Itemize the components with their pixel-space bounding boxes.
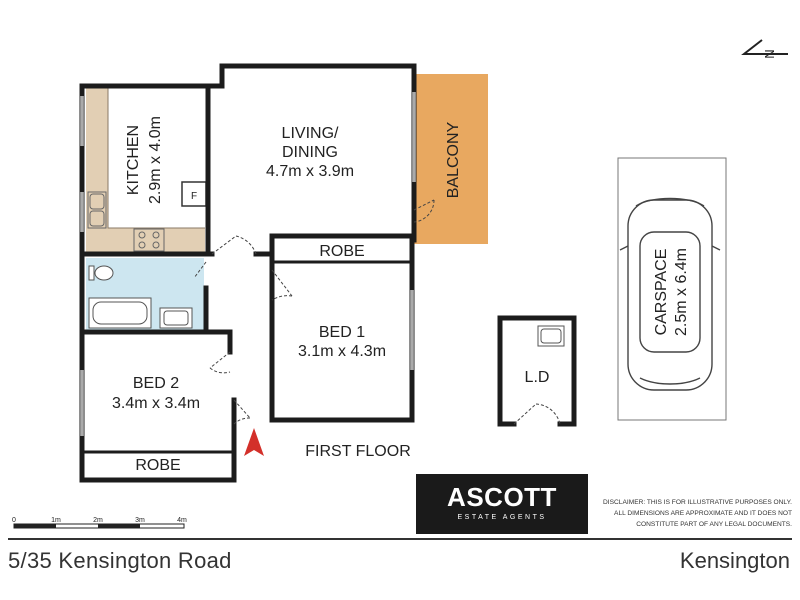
scale-bar: 0 1m 2m 3m 4m xyxy=(12,517,187,529)
compass-letter: N xyxy=(762,49,777,58)
bathtub-icon xyxy=(88,297,152,329)
carspace-name: CARSPACE xyxy=(653,249,670,336)
agency-tagline: ESTATE AGENTS xyxy=(457,514,547,521)
bed1-size: 3.1m x 4.3m xyxy=(298,343,386,360)
balcony-area xyxy=(414,74,488,244)
fridge-icon xyxy=(181,181,207,207)
floor-label: FIRST FLOOR xyxy=(305,443,411,460)
kitchen-sink-icon xyxy=(87,191,107,229)
agency-logo: ASCOTT ESTATE AGENTS xyxy=(416,474,588,534)
scale-tick: 3m xyxy=(135,517,145,524)
disclaimer-line: ALL DIMENSIONS ARE APPROXIMATE AND IT DO… xyxy=(614,510,792,517)
laundry-tub-icon xyxy=(537,325,565,347)
kitchen-size: 2.9m x 4.0m xyxy=(147,116,164,204)
bed2-size: 3.4m x 3.4m xyxy=(112,395,200,412)
living-size: 4.7m x 3.9m xyxy=(266,163,354,180)
entry-arrow-icon xyxy=(244,428,264,456)
scale-tick: 4m xyxy=(177,517,187,524)
floor-plan: N KITCHEN 2.9m x 4.0m F LIVING/ DINING 4… xyxy=(12,39,788,529)
balcony-name: BALCONY xyxy=(445,121,462,198)
property-suburb: Kensington xyxy=(679,548,790,573)
kitchen-bench xyxy=(86,88,205,252)
living-name: LIVING/ xyxy=(282,125,339,142)
carspace-boundary xyxy=(617,157,727,421)
scale-tick: 2m xyxy=(93,517,103,524)
disclaimer-line: CONSTITUTE PART OF ANY LEGAL DOCUMENTS. xyxy=(636,521,792,528)
disclaimer: DISCLAIMER: THIS IS FOR ILLUSTRATIVE PUR… xyxy=(592,497,792,530)
robe-bed1-name: ROBE xyxy=(319,243,364,260)
toilet-icon xyxy=(88,265,114,281)
scale-tick: 0 xyxy=(12,517,16,524)
compass-icon: N xyxy=(741,39,788,59)
bed2-name: BED 2 xyxy=(133,375,179,392)
agency-name: ASCOTT xyxy=(447,482,557,512)
car-icon xyxy=(619,197,721,391)
laundry-name: L.D xyxy=(525,369,550,386)
door-swings xyxy=(193,199,561,425)
scale-tick: 1m xyxy=(51,517,61,524)
carspace-size: 2.5m x 6.4m xyxy=(673,248,690,336)
cooktop-icon xyxy=(133,228,165,252)
fridge-label: F xyxy=(191,191,197,202)
footer-divider xyxy=(8,538,792,540)
robe-bed2-name: ROBE xyxy=(135,457,180,474)
disclaimer-line: DISCLAIMER: THIS IS FOR ILLUSTRATIVE PUR… xyxy=(603,499,792,506)
property-address: 5/35 Kensington Road xyxy=(8,548,232,573)
living-name-line2: DINING xyxy=(282,144,338,161)
bed1-name: BED 1 xyxy=(319,324,365,341)
basin-icon xyxy=(159,307,193,329)
kitchen-name: KITCHEN xyxy=(125,125,142,195)
